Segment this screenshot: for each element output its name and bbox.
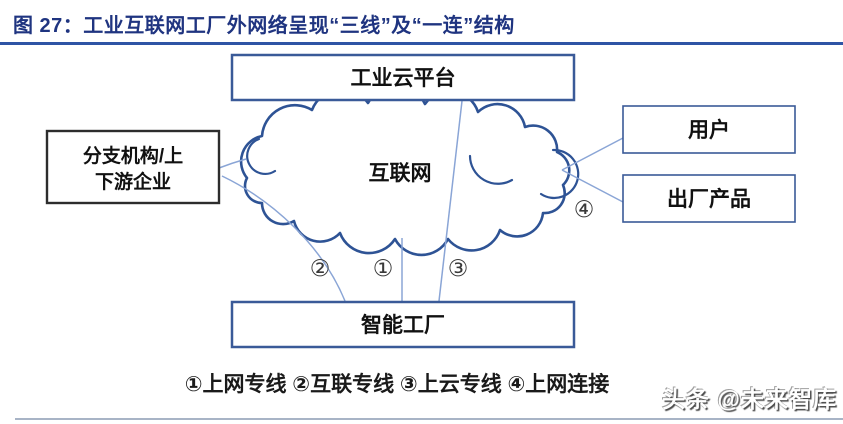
node-cloud-platform-label: 工业云平台 [351, 66, 456, 90]
node-product-label: 出厂产品 [667, 187, 751, 211]
title-underline [0, 42, 843, 45]
line-4-to-user [561, 137, 624, 171]
line-3-cloud-access [438, 100, 463, 302]
node-factory-box [230, 300, 576, 349]
line-label-4: ④ [574, 197, 595, 223]
cloud-inner-arc-icon [468, 154, 514, 185]
branch-to-cloud-line [218, 158, 247, 169]
line-legend: ①上网专线 ②互联专线 ③上云专线 ④上网连接 [184, 373, 610, 396]
node-product-box [622, 174, 796, 223]
line-label-3: ③ [448, 256, 469, 282]
footer-rule [15, 418, 843, 420]
line-2-interconnect [221, 175, 346, 302]
node-factory-label: 智能工厂 [361, 313, 445, 337]
node-cloud-platform-box [230, 53, 576, 102]
node-branch-label-line1: 分支机构/上 [83, 144, 183, 167]
node-branch-label-line2: 下游企业 [95, 170, 171, 193]
cloud-left-curl-icon [246, 137, 277, 175]
watermark-text: 头条 @未来智库 [662, 386, 837, 412]
node-branch-box [45, 129, 221, 205]
line-label-2: ② [310, 256, 331, 282]
line-label-1: ① [373, 256, 394, 282]
node-user-label: 用户 [688, 118, 730, 142]
figure-title: 图 27：工业互联网工厂外网络呈现“三线”及“一连”结构 [13, 15, 515, 37]
line-4-to-product [561, 169, 624, 203]
internet-cloud-label: 互联网 [369, 162, 432, 185]
cloud-right-hook-icon [539, 148, 580, 200]
node-user-box [622, 105, 796, 154]
